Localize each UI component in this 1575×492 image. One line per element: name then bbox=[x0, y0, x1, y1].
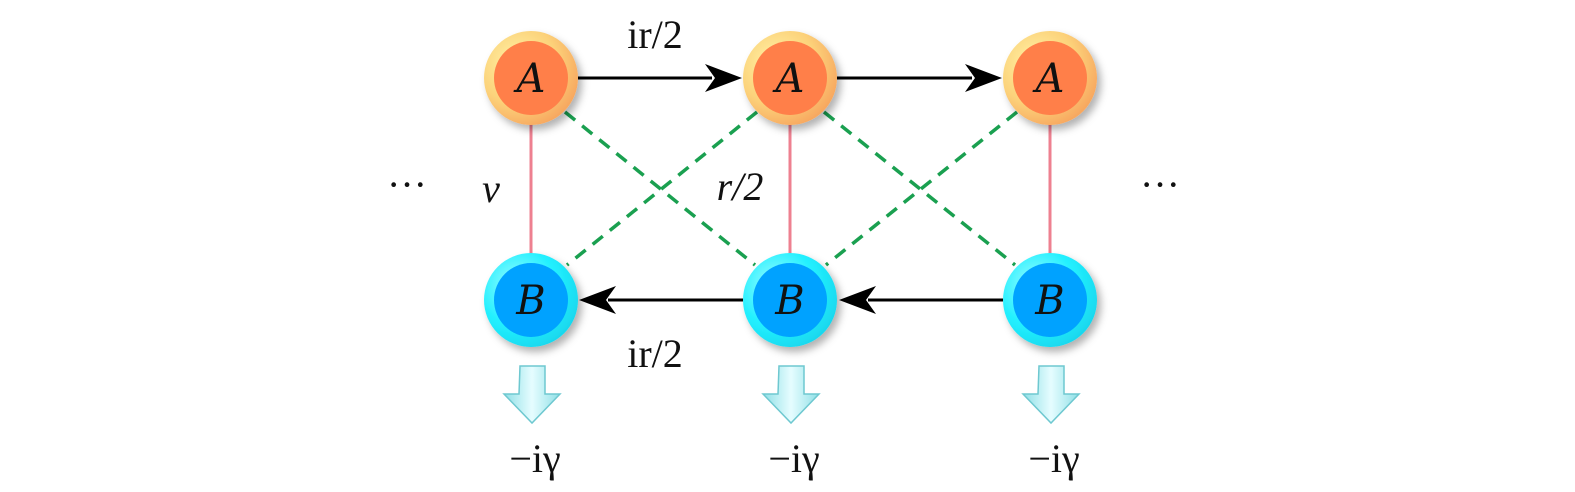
node-a-label: A bbox=[513, 56, 546, 102]
node-a bbox=[743, 31, 837, 125]
arrowhead-icon bbox=[705, 64, 742, 92]
loss-arrow-icon bbox=[761, 365, 821, 425]
cross-link bbox=[824, 110, 1019, 267]
node-a-label: A bbox=[772, 56, 805, 102]
top-hopping-label: ir/2 bbox=[627, 12, 683, 57]
loss-arrows bbox=[502, 365, 1081, 425]
node-b bbox=[743, 253, 837, 347]
bottom-hopping-label: ir/2 bbox=[627, 331, 683, 376]
arrowhead-icon bbox=[965, 64, 1002, 92]
node-a bbox=[484, 31, 578, 125]
cross-link bbox=[565, 110, 759, 267]
bottom-hopping-arrows bbox=[579, 286, 1003, 314]
ellipsis-left: ··· bbox=[387, 162, 427, 207]
cross-coupling-label: r/2 bbox=[717, 164, 764, 209]
cross-link bbox=[563, 110, 757, 267]
node-a bbox=[1003, 31, 1097, 125]
loss-label: −iγ bbox=[768, 436, 819, 481]
cross-link bbox=[822, 110, 1017, 267]
loss-arrow-icon bbox=[1021, 365, 1081, 425]
vertical-links bbox=[529, 120, 1052, 258]
loss-arrow-icon bbox=[502, 365, 562, 425]
node-b-label: B bbox=[774, 278, 804, 324]
node-a-label: A bbox=[1032, 56, 1065, 102]
node-b-label: B bbox=[1034, 278, 1064, 324]
vertical-coupling-label: v bbox=[482, 166, 500, 211]
ellipsis-right: ··· bbox=[1140, 162, 1180, 207]
cross-links bbox=[563, 110, 1019, 267]
arrowhead-icon bbox=[579, 286, 616, 314]
node-b bbox=[1003, 253, 1097, 347]
loss-label: −iγ bbox=[509, 436, 560, 481]
arrowhead-icon bbox=[839, 286, 876, 314]
node-b bbox=[484, 253, 578, 347]
top-hopping-arrows bbox=[578, 64, 1002, 92]
node-b-label: B bbox=[515, 278, 545, 324]
loss-label: −iγ bbox=[1028, 436, 1079, 481]
